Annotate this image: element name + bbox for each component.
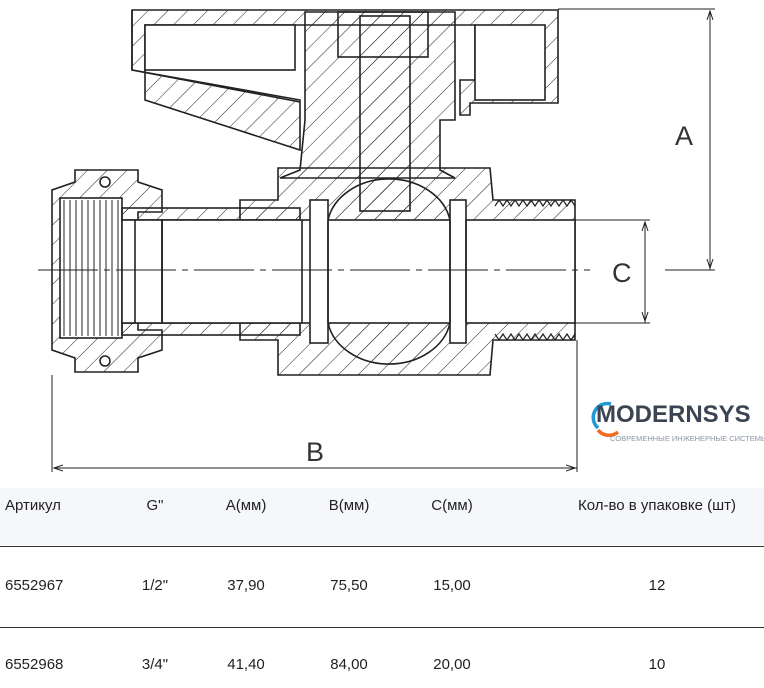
cell-b: 84,00 <box>330 656 368 673</box>
header-article: Артикул <box>5 497 61 514</box>
logo-ring-icon <box>591 401 620 437</box>
logo-tagline: СОВРЕМЕННЫЕ ИНЖЕНЕРНЫЕ СИСТЕМЫ <box>610 434 764 443</box>
cell-b: 75,50 <box>330 577 368 594</box>
header-pack-qty: Кол-во в упаковке (шт) <box>577 497 737 514</box>
cell-pack-qty: 10 <box>648 656 666 673</box>
external-thread <box>494 198 576 208</box>
internal-thread <box>63 200 119 336</box>
table-header-row: Артикул G" A(мм) B(мм) C(мм) Кол-во в уп… <box>0 488 764 545</box>
header-a: A(мм) <box>225 497 267 514</box>
ball <box>327 178 451 365</box>
dimensions <box>51 8 715 472</box>
valve-section <box>51 9 576 376</box>
valve-technical-drawing: A C B <box>38 8 715 472</box>
cell-c: 20,00 <box>433 656 471 673</box>
table-row: 6552967 1/2" 37,90 75,50 15,00 12 <box>0 546 764 627</box>
header-c: C(мм) <box>431 497 473 514</box>
modernsys-logo: MODERNSYS СОВРЕМЕННЫЕ ИНЖЕНЕРНЫЕ СИСТЕМЫ <box>590 398 764 448</box>
cell-g: 1/2" <box>141 577 169 594</box>
logo-name: MODERNSYS <box>596 401 751 428</box>
cell-c: 15,00 <box>433 577 471 594</box>
dimension-label-b: B <box>306 437 324 467</box>
cell-article: 6552967 <box>5 577 64 594</box>
specifications-table: Артикул G" A(мм) B(мм) C(мм) Кол-во в уп… <box>0 488 764 682</box>
cell-g: 3/4" <box>141 656 169 673</box>
cell-pack-qty: 12 <box>648 577 666 594</box>
cell-a: 37,90 <box>227 577 265 594</box>
cell-article: 6552968 <box>5 656 64 673</box>
external-thread <box>494 332 576 342</box>
dimension-label-a: A <box>675 121 693 151</box>
dimension-label-c: C <box>612 258 632 288</box>
table-row: 6552968 3/4" 41,40 84,00 20,00 10 <box>0 627 764 688</box>
header-b: B(мм) <box>328 497 370 514</box>
cell-a: 41,40 <box>227 656 265 673</box>
header-g: G" <box>146 497 164 514</box>
